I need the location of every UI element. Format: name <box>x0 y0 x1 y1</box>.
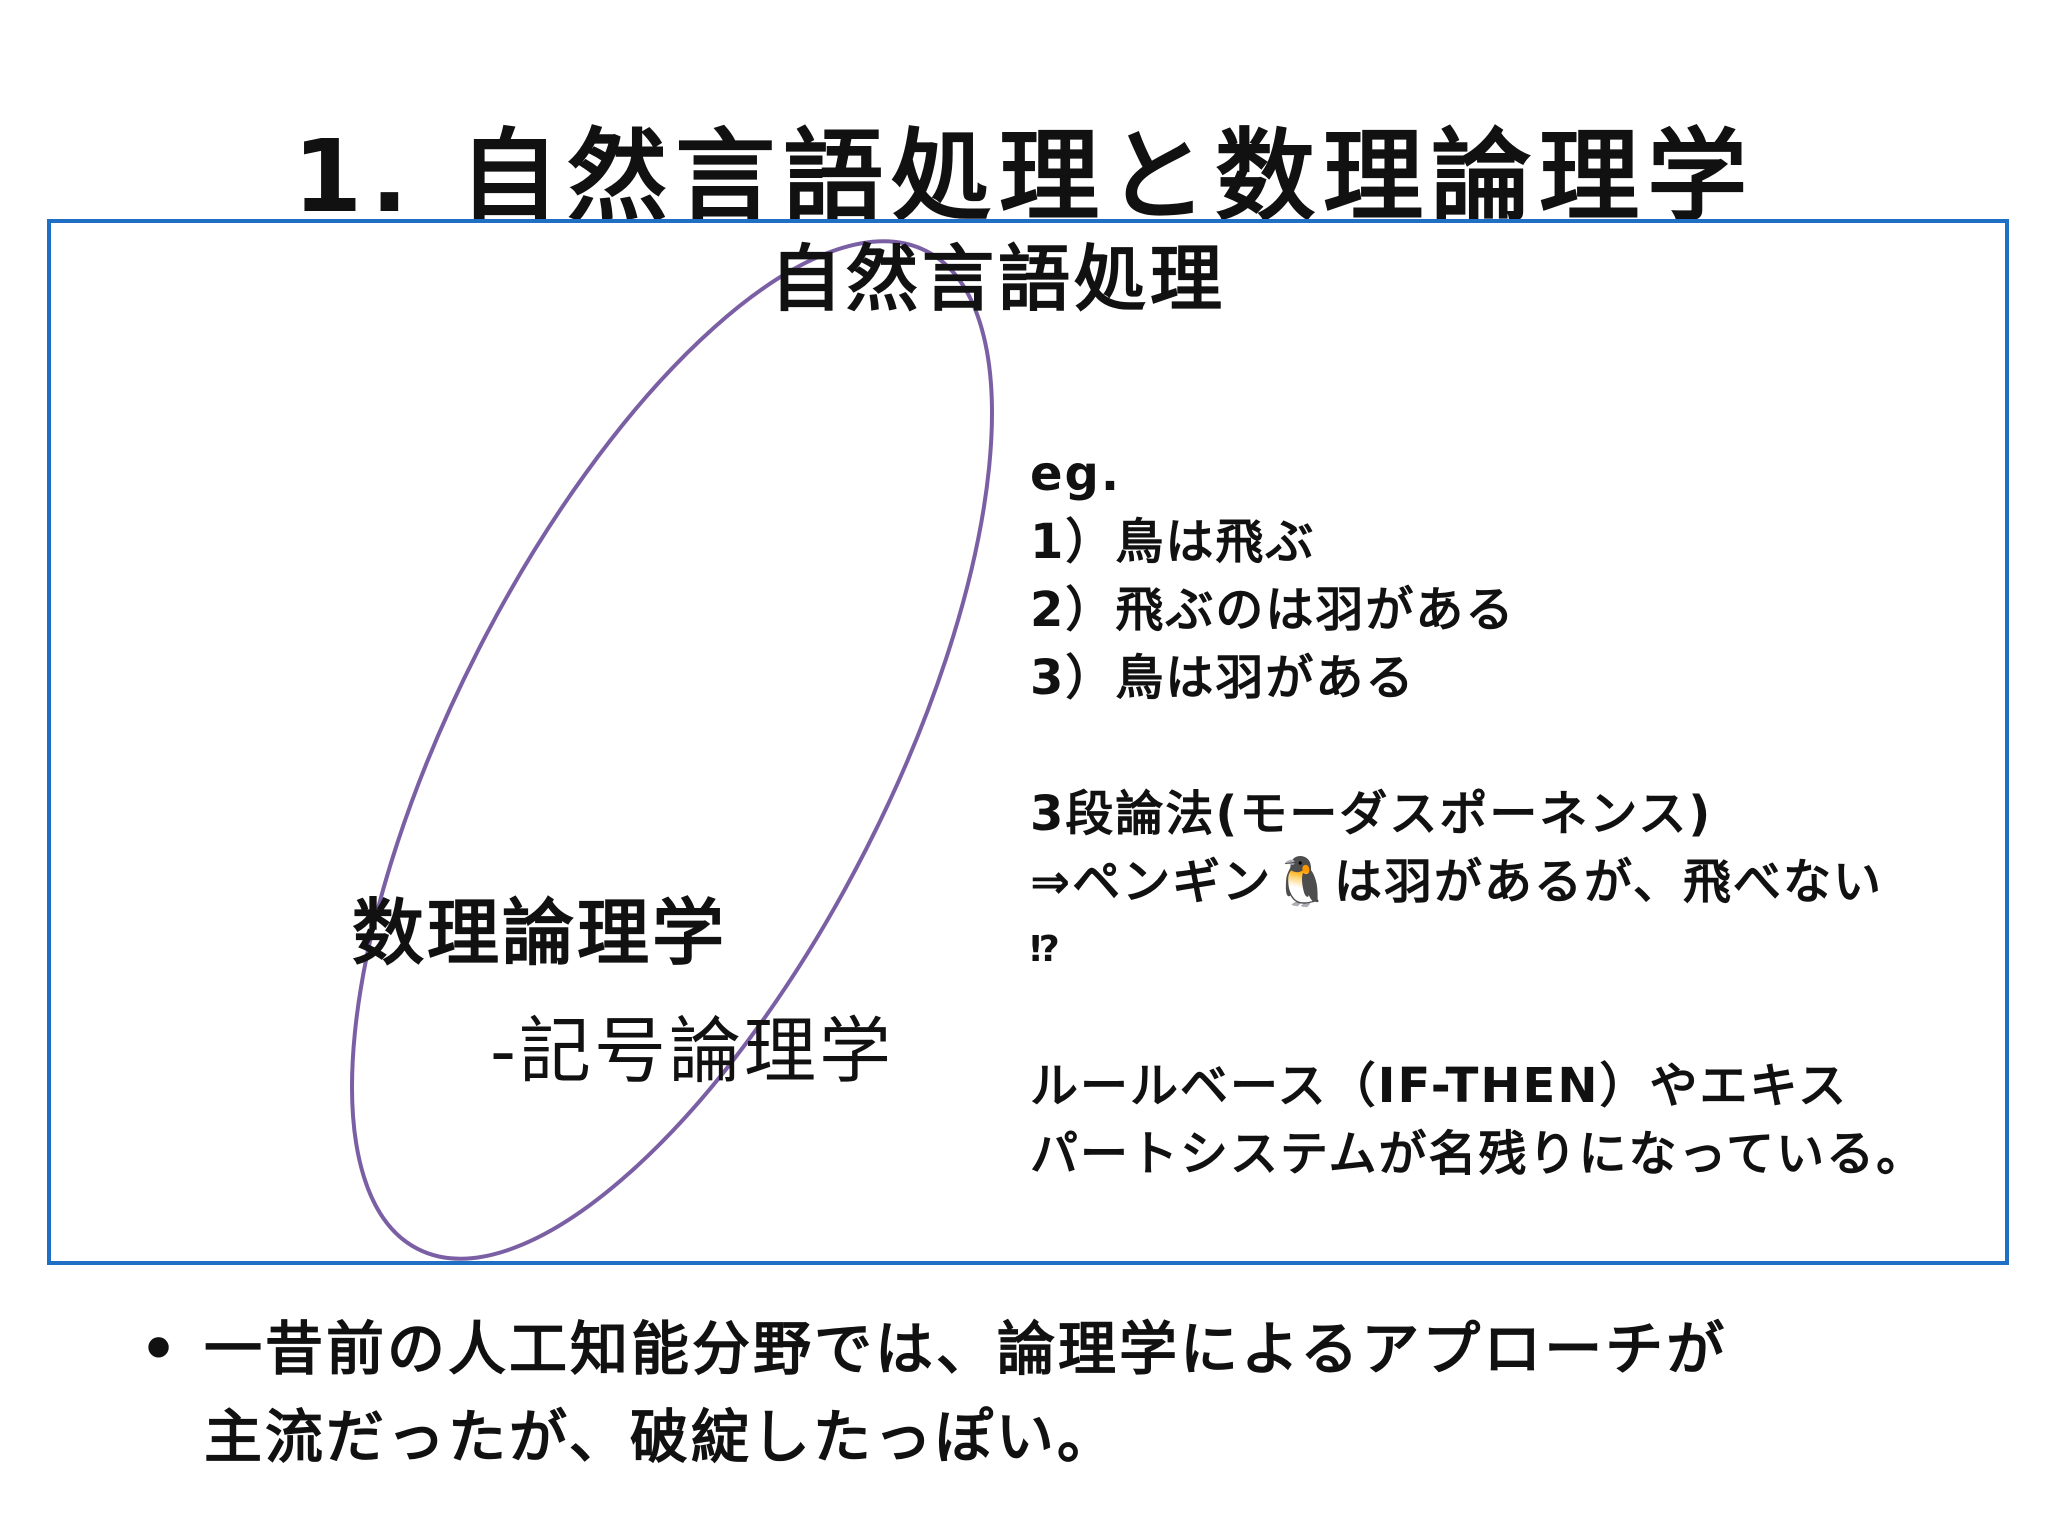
example-line: 1）鳥は飛ぶ <box>1030 514 1316 570</box>
spacer <box>1030 712 2020 780</box>
example-line: ⁉ <box>1030 929 1062 970</box>
logic-sub-label: -記号論理学 <box>490 1009 894 1093</box>
example-block: eg. 1）鳥は飛ぶ 2）飛ぶのは羽がある 3）鳥は羽がある 3段論法(モーダス… <box>1030 440 2020 1188</box>
example-line: 2）飛ぶのは羽がある <box>1030 582 1516 638</box>
bullet-point: • 一昔前の人工知能分野では、論理学によるアプローチが 主流だったが、破綻したっ… <box>120 1305 2000 1481</box>
nlp-frame <box>47 219 2009 1265</box>
example-line: eg. <box>1030 446 1122 502</box>
example-line: 3）鳥は羽がある <box>1030 650 1416 706</box>
bullet-line: 主流だったが、破綻したっぽい。 <box>204 1403 1118 1471</box>
bullet-text: 一昔前の人工知能分野では、論理学によるアプローチが 主流だったが、破綻したっぽい… <box>204 1305 2000 1481</box>
nlp-label: 自然言語処理 <box>770 237 1227 321</box>
slide-title: 1. 自然言語処理と数理論理学 <box>292 118 1756 235</box>
spacer <box>1030 984 2020 1052</box>
logic-label: 数理論理学 <box>352 891 728 975</box>
example-line: ルールベース（IF-THEN）やエキス <box>1030 1058 1849 1114</box>
example-line: ⇒ペンギン🐧は羽があるが、飛べない <box>1030 854 1884 910</box>
example-line: 3段論法(モーダスポーネンス) <box>1030 786 1713 842</box>
bullet-line: 一昔前の人工知能分野では、論理学によるアプローチが <box>204 1315 1728 1383</box>
bullet-marker: • <box>139 1315 181 1383</box>
example-line: パートシステムが名残りになっている。 <box>1030 1126 1927 1182</box>
